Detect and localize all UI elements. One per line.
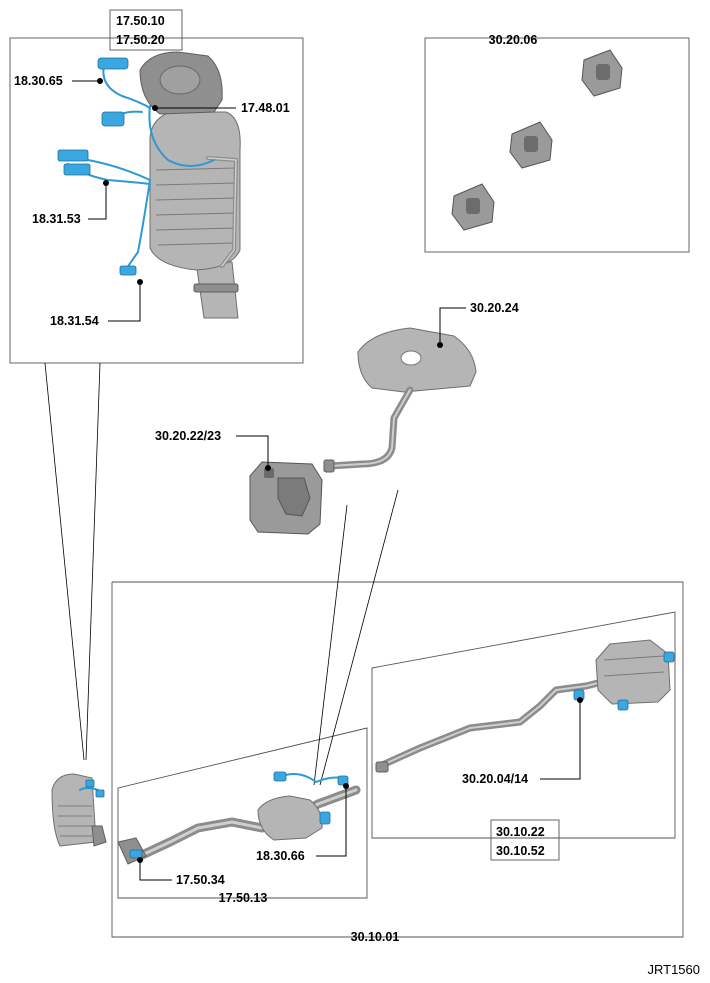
- label-30-20-24: 30.20.24: [470, 301, 519, 315]
- catalyst-detail-frame: [9, 37, 304, 364]
- insulator-illustration: [249, 461, 323, 535]
- rubber-mount-illustration: [451, 49, 623, 231]
- label-17-50-13: 17.50.13: [219, 891, 268, 905]
- leader-dot: [97, 78, 103, 84]
- label-30-10-22: 30.10.22: [496, 825, 545, 839]
- leader-dot: [265, 465, 271, 471]
- leader-dot: [577, 697, 583, 703]
- label-box-17-50-10: [109, 9, 183, 51]
- front-pipe-frame: [117, 727, 368, 899]
- projection-line: [313, 504, 348, 786]
- catalytic-converter-illustration: [57, 51, 241, 319]
- label-box-30-10-22: [490, 819, 560, 861]
- system-overview-frame: [111, 581, 684, 938]
- label-18-31-53: 18.31.53: [32, 212, 81, 226]
- diagram-reference-code: JRT1560: [647, 962, 700, 977]
- label-17-48-01: 17.48.01: [241, 101, 290, 115]
- mounts-detail-frame: [424, 37, 690, 253]
- projection-line: [319, 489, 399, 786]
- leader-dot: [137, 279, 143, 285]
- hanger-bracket-illustration: [323, 327, 477, 473]
- label-18-30-65: 18.30.65: [14, 74, 63, 88]
- leader-line: [540, 700, 581, 780]
- label-17-50-10: 17.50.10: [116, 14, 165, 28]
- catalyst-overview-illustration: [51, 773, 107, 847]
- label-30-20-04-14: 30.20.04/14: [462, 772, 528, 786]
- leader-line: [439, 307, 466, 345]
- label-18-31-54: 18.31.54: [50, 314, 99, 328]
- label-18-30-66: 18.30.66: [256, 849, 305, 863]
- leader-line: [88, 183, 107, 220]
- leader-dot: [103, 180, 109, 186]
- leader-dot: [343, 783, 349, 789]
- label-30-10-52: 30.10.52: [496, 844, 545, 858]
- label-30-10-01: 30.10.01: [351, 930, 400, 944]
- rear-section-frame: [371, 611, 676, 839]
- label-30-20-06: 30.20.06: [489, 33, 538, 47]
- leader-line: [316, 786, 347, 857]
- projection-line: [85, 362, 101, 761]
- rear-pipe-illustration: [375, 639, 675, 773]
- leader-dot: [137, 857, 143, 863]
- label-17-50-20: 17.50.20: [116, 33, 165, 47]
- label-30-20-22-23: 30.20.22/23: [155, 429, 221, 443]
- projection-line: [44, 362, 85, 761]
- label-17-50-34: 17.50.34: [176, 873, 225, 887]
- leader-line: [139, 860, 172, 881]
- leader-line: [236, 435, 269, 468]
- front-pipe-illustration: [117, 771, 361, 865]
- leader-dot: [152, 105, 158, 111]
- leader-line: [108, 282, 141, 322]
- leader-dot: [437, 342, 443, 348]
